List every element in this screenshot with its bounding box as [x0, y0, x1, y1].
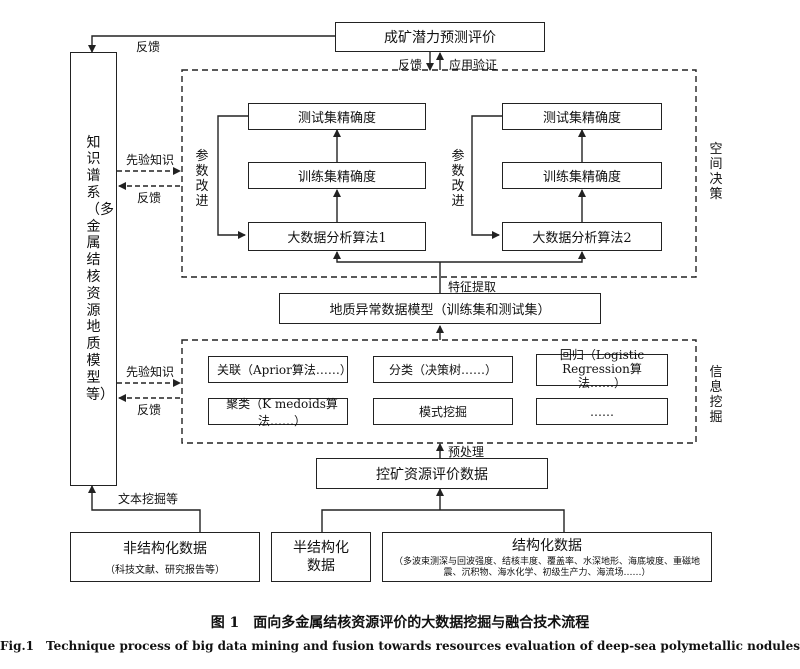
figure-caption-zh: 图 1 面向多金属结核资源评价的大数据挖掘与融合技术流程	[210, 615, 590, 631]
prediction-box: 成矿潜力预测评价	[335, 22, 545, 52]
train-accuracy-box-2: 训练集精确度	[502, 162, 662, 189]
test-accuracy-box-2: 测试集精确度	[502, 103, 662, 130]
evaluation-data-box: 控矿资源评价数据	[316, 458, 548, 489]
param-label-right: 参数改进	[451, 149, 465, 209]
figure-caption-en: Fig.1 Technique process of big data mini…	[0, 639, 800, 653]
mining-cell-more: ……	[536, 398, 668, 425]
mining-cell-clustering: 聚类（K medoids算法……）	[208, 397, 348, 428]
top-feedback-label: 反馈	[136, 40, 161, 54]
feature-extraction-label: 特征提取	[448, 280, 497, 294]
feedback-label-2: 反馈	[137, 403, 162, 417]
algorithm-box-1: 大数据分析算法1	[248, 222, 426, 251]
mining-cell-pattern: 模式挖掘	[373, 398, 513, 425]
train-accuracy-box-1: 训练集精确度	[248, 162, 426, 189]
prior-knowledge-label-2: 先验知识	[126, 365, 175, 379]
param-loop-right	[471, 115, 502, 239]
knowledge-graph-label: 知识谱系（多金属结核资源地质模型等）	[86, 134, 114, 403]
validation-label: 应用验证	[449, 58, 498, 72]
text-mining-arrow	[88, 485, 201, 532]
text-mining-label: 文本挖掘等	[118, 492, 179, 506]
feedback-label-1: 反馈	[137, 191, 162, 205]
top-feedback-arrow	[88, 35, 335, 53]
mining-cell-regression: 回归（Logistic Regression算法……）	[536, 348, 668, 390]
semi-structured-data-box: 半结构化数据	[271, 532, 371, 582]
feedback-label-top: 反馈	[398, 58, 423, 72]
mining-cell-classification: 分类（决策树……）	[373, 356, 513, 383]
knowledge-graph-box: 知识谱系（多金属结核资源地质模型等）	[70, 52, 117, 486]
unstructured-data-box: 非结构化数据 （科技文献、研究报告等）	[70, 532, 260, 582]
preprocess-label: 预处理	[448, 445, 485, 459]
mining-cell-association: 关联（Aprior算法……）	[208, 356, 352, 383]
structured-data-box: 结构化数据 （多波束测深与回波强度、结核丰度、覆盖率、水深地形、海底坡度、重磁地…	[382, 532, 712, 582]
info-mining-section-label: 信息挖掘	[709, 365, 723, 425]
prior-knowledge-label-1: 先验知识	[126, 153, 175, 167]
spatial-decision-section-label: 空间决策	[709, 142, 723, 202]
param-loop-left	[217, 115, 248, 239]
test-accuracy-box-1: 测试集精确度	[248, 103, 426, 130]
anomaly-model-box: 地质异常数据模型（训练集和测试集）	[279, 293, 601, 324]
param-label-left: 参数改进	[195, 149, 209, 209]
algorithm-box-2: 大数据分析算法2	[502, 222, 662, 251]
